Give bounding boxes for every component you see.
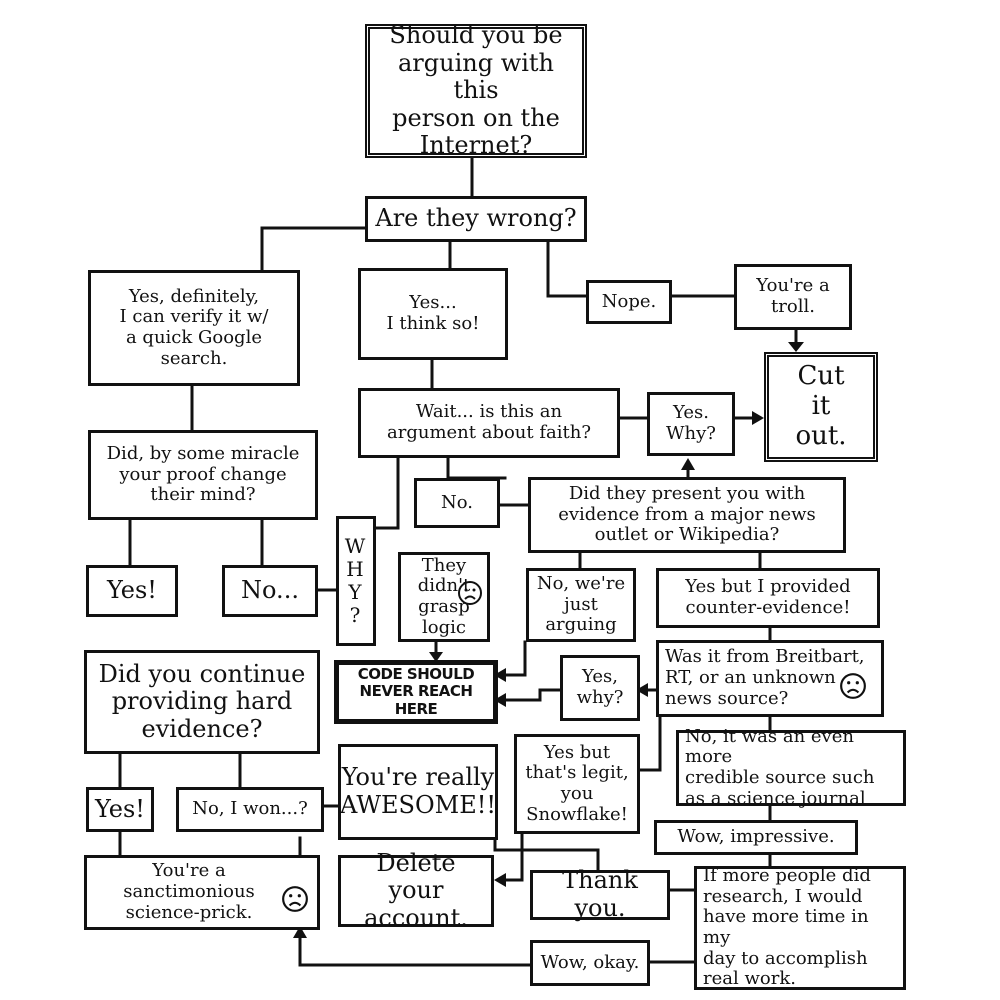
credible-source-node: No, it was an even more credible source … xyxy=(676,726,906,809)
yes-think-so-node: Yes... I think so! xyxy=(358,268,508,360)
arrowheads xyxy=(293,342,804,938)
counter-evidence-node: Yes but I provided counter-evidence! xyxy=(656,568,880,628)
no-miracle-node: No... xyxy=(222,565,318,617)
no-faith-node: No. xyxy=(414,478,500,528)
cut-it-out-node: Cut it out. xyxy=(764,352,878,462)
code-should-never-reach-here-node: CODE SHOULD NEVER REACH HERE xyxy=(334,660,498,724)
just-arguing-node: No, we're just arguing xyxy=(526,568,636,642)
yes-legit-snowflake-node: Yes but that's legit, you Snowflake! xyxy=(514,734,640,834)
you-are-awesome-node: You're really AWESOME!! xyxy=(338,744,498,840)
are-they-wrong-node: Are they wrong? xyxy=(365,196,587,242)
yes-definitely-node: Yes, definitely, I can verify it w/ a qu… xyxy=(88,270,300,386)
miracle-question-node: Did, by some miracle your proof change t… xyxy=(88,430,318,520)
no-i-won-node: No, I won...? xyxy=(176,787,324,832)
sad-face-icon xyxy=(281,865,309,919)
delete-your-account-node: Delete your account. xyxy=(338,849,494,932)
why-vertical-node: W H Y ? xyxy=(336,516,376,646)
sad-face-icon xyxy=(457,559,483,611)
sad-face-icon xyxy=(839,652,867,706)
yes-continue-node: Yes! xyxy=(86,787,154,832)
you-are-a-troll-node: You're a troll. xyxy=(734,264,852,330)
continue-evidence-question-node: Did you continue providing hard evidence… xyxy=(84,650,320,754)
did-not-grasp-logic-node: They didn't grasp logic xyxy=(398,552,490,642)
root-question-node: Should you be arguing with this person o… xyxy=(365,21,587,159)
major-news-question-node: Did they present you with evidence from … xyxy=(528,477,846,553)
more-research-node: If more people did research, I would hav… xyxy=(694,865,906,990)
yes-why-faith-node: Yes. Why? xyxy=(647,392,735,456)
nope-node: Nope. xyxy=(586,280,672,324)
yes-miracle-node: Yes! xyxy=(86,565,178,617)
sanctimonious-node: You're a sanctimonious science-prick. xyxy=(84,855,320,930)
wow-okay-node: Wow, okay. xyxy=(530,940,650,986)
wow-impressive-node: Wow, impressive. xyxy=(654,820,858,855)
faith-question-node: Wait... is this an argument about faith? xyxy=(358,388,620,458)
sanctimonious-text: You're a sanctimonious science-prick. xyxy=(123,860,255,923)
thank-you-node: Thank you. xyxy=(530,867,670,922)
grasp-logic-text: They didn't grasp logic xyxy=(417,554,471,638)
breitbart-text: Was it from Breitbart, RT, or an unknown… xyxy=(665,646,865,709)
yes-why-breitbart-node: Yes, why? xyxy=(560,655,640,721)
breitbart-question-node: Was it from Breitbart, RT, or an unknown… xyxy=(656,640,884,717)
